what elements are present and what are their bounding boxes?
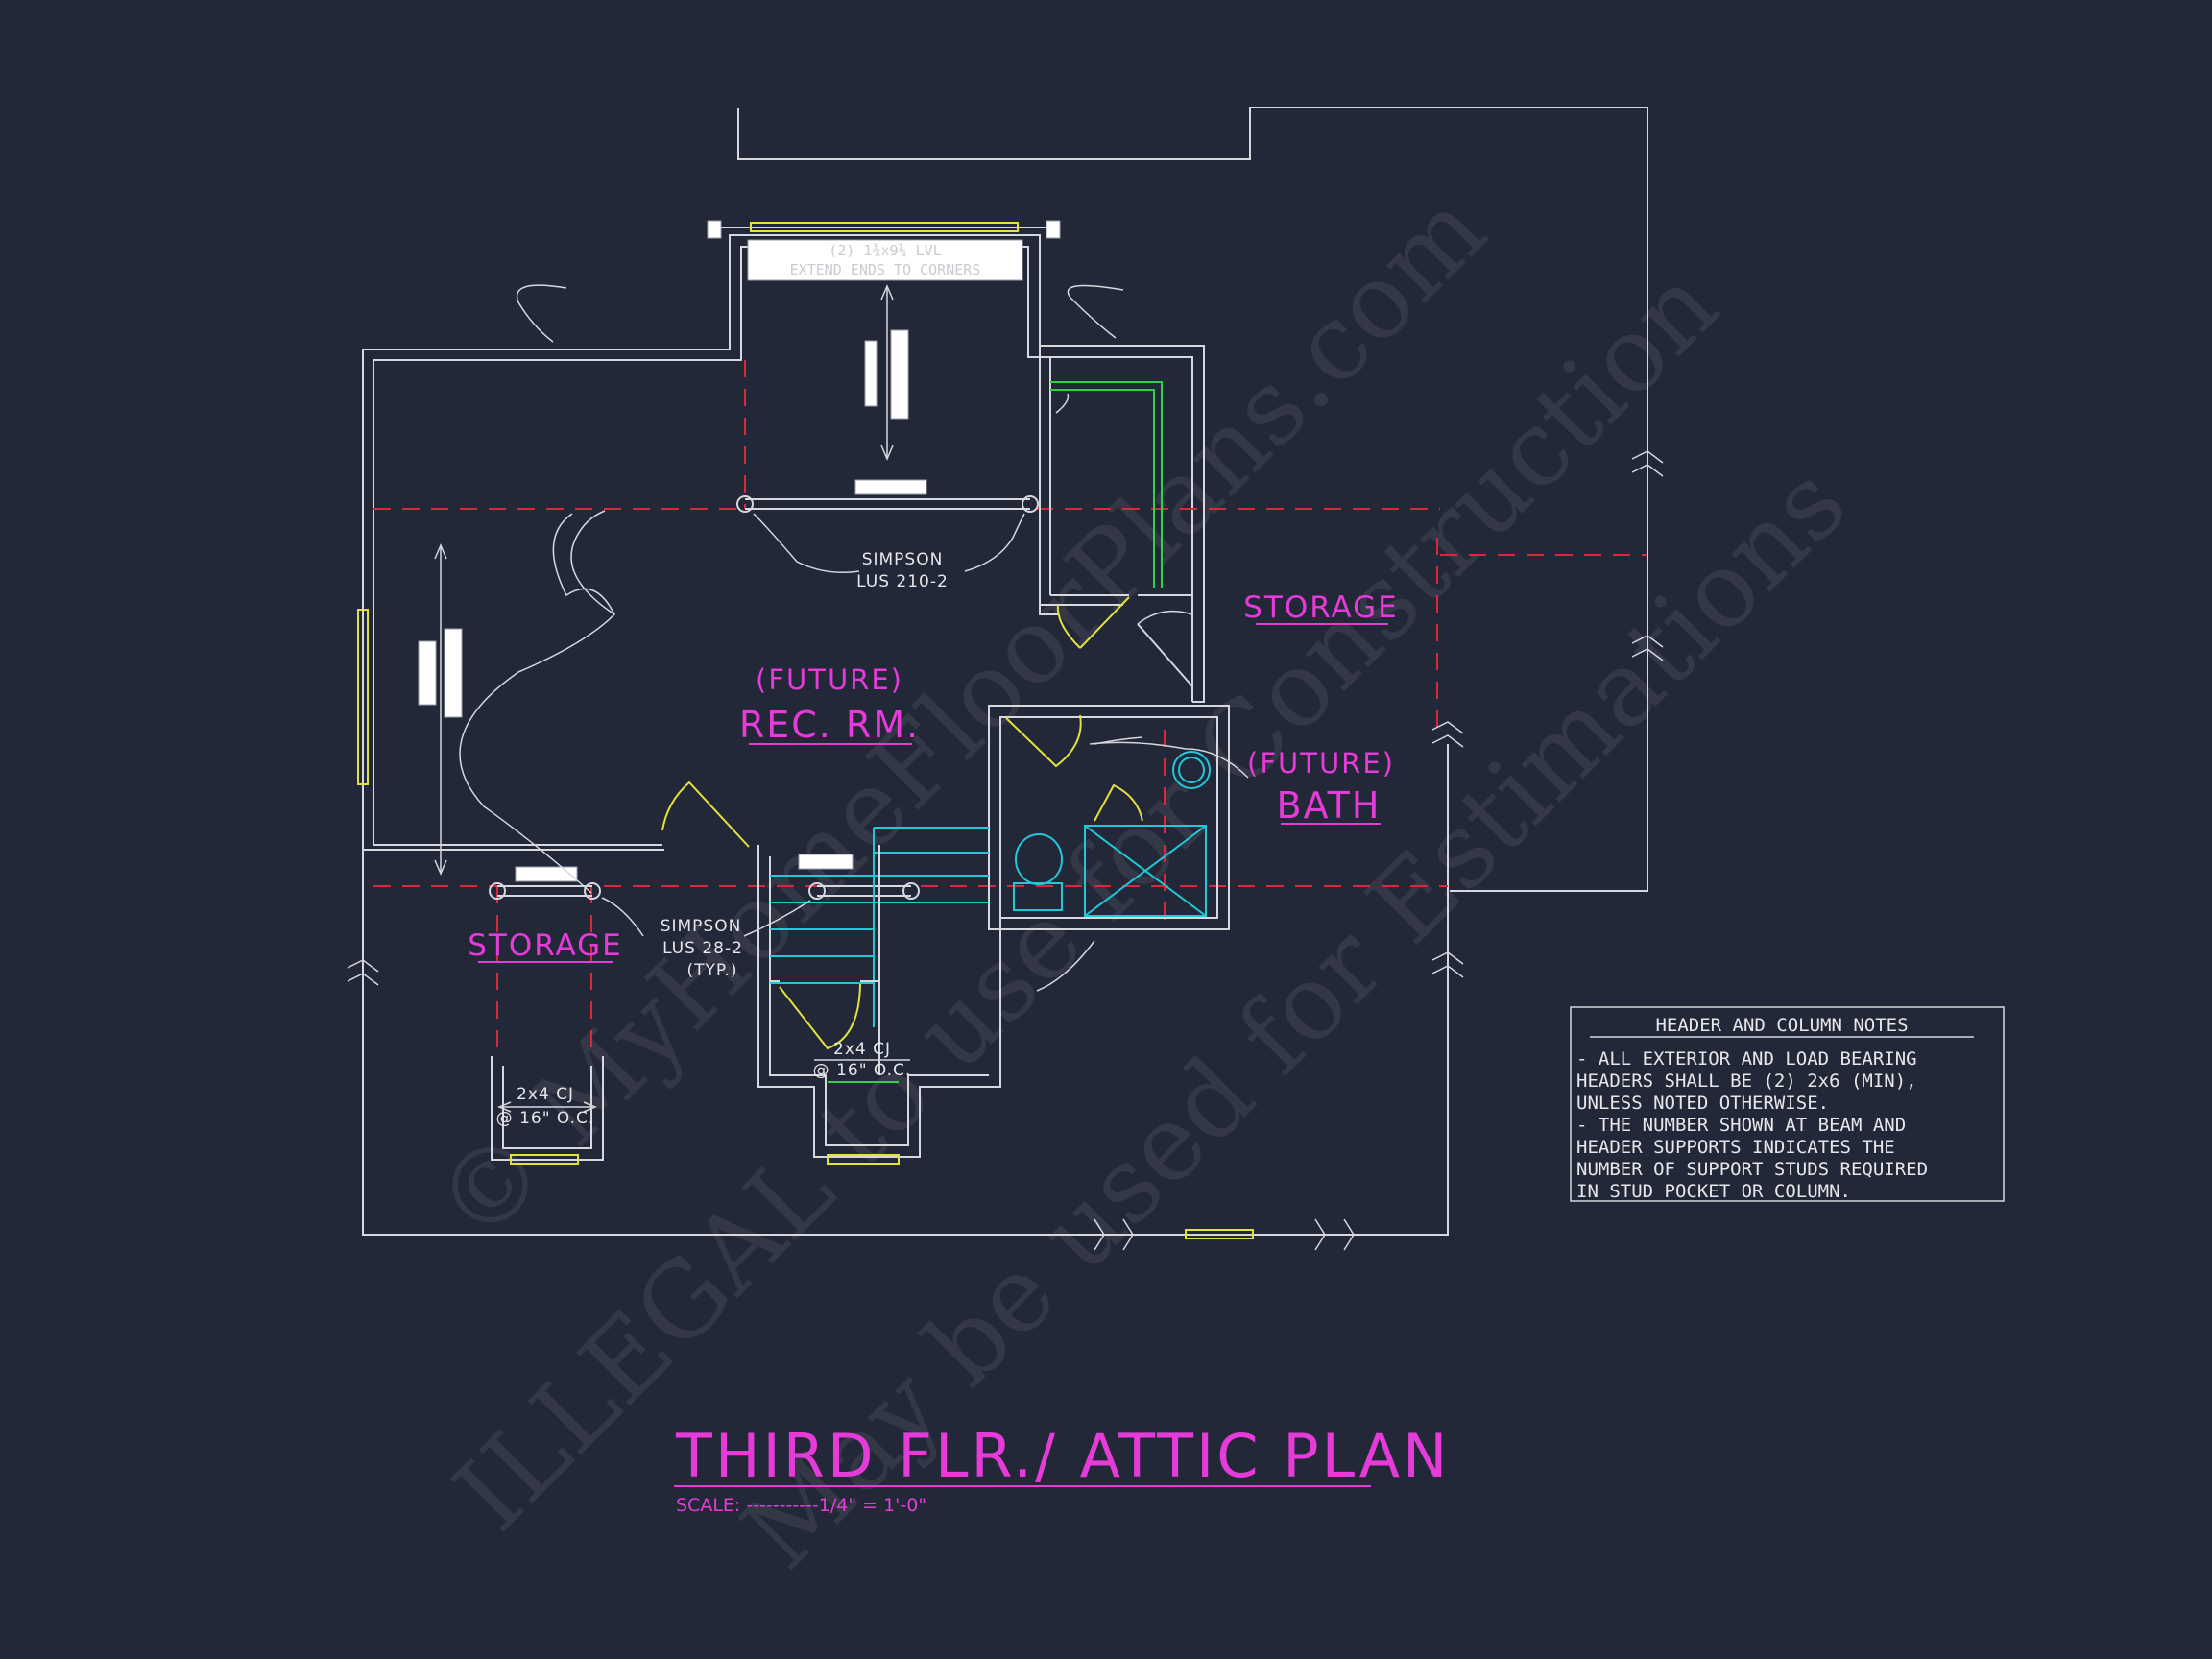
simpson-top-line-1: SIMPSON	[862, 550, 944, 569]
beam-left	[489, 866, 601, 900]
simpson-top-leader	[753, 513, 860, 573]
upper-right-closet	[1039, 346, 1193, 687]
dormer-window	[707, 220, 1061, 239]
beam-top	[736, 479, 1039, 513]
cj-left-line-1: 2x4 CJ	[517, 1085, 574, 1104]
stair	[757, 827, 1001, 1165]
notes-line-5: HEADER SUPPORTS INDICATES THE	[1576, 1137, 1895, 1158]
rec-room-future-label: (FUTURE)	[756, 663, 903, 696]
lvl-header-line-2: EXTEND ENDS TO CORNERS	[790, 261, 981, 278]
cj-left-line-2: @ 16" O.C.	[496, 1109, 595, 1128]
header-column-notes: HEADER AND COLUMN NOTES - ALL EXTERIOR A…	[1570, 1006, 2005, 1202]
bath-room	[988, 705, 1230, 930]
bath-label: BATH	[1277, 784, 1382, 827]
rec-room-label: REC. RM.	[739, 704, 920, 746]
roof-outline	[737, 107, 1648, 892]
break-marks	[347, 450, 1664, 1251]
bottom-window	[1185, 1229, 1254, 1239]
plan-scale: SCALE: -----------1/4" = 1'-0"	[676, 1495, 926, 1516]
watermark: © MyHomeFloorPlans.com ILLEGAL to use fo…	[413, 170, 1869, 1593]
notes-line-4: - THE NUMBER SHOWN AT BEAM AND	[1576, 1115, 1906, 1136]
lvl-header-line-1: (2) 1¾x9¼ LVL	[829, 242, 941, 259]
simpson-bottom-leader-right	[743, 900, 811, 937]
cj-center-line-2: @ 16" O.C.	[813, 1061, 912, 1080]
rec-room-door	[661, 781, 750, 848]
leader-arrows	[459, 284, 1249, 992]
simpson-bottom-line-2: LUS 28-2	[662, 939, 743, 958]
title-block: THIRD FLR./ ATTIC PLAN SCALE: ----------…	[674, 1421, 1450, 1516]
simpson-bottom-leader	[601, 897, 644, 937]
notes-line-2: HEADERS SHALL BE (2) 2x6 (MIN),	[1576, 1070, 1917, 1092]
exterior-walls	[362, 234, 1449, 1236]
notes-line-3: UNLESS NOTED OTHERWISE.	[1576, 1093, 1829, 1114]
joist-span-arrow-left	[418, 543, 463, 876]
simpson-top-line-2: LUS 210-2	[856, 572, 949, 591]
joist-span-arrow-top	[864, 284, 909, 461]
notes-title: HEADER AND COLUMN NOTES	[1655, 1015, 1908, 1036]
storage-right-label: STORAGE	[1243, 590, 1399, 625]
beam-stair	[798, 854, 920, 900]
notes-line-1: - ALL EXTERIOR AND LOAD BEARING	[1576, 1048, 1917, 1070]
plan-title: THIRD FLR./ ATTIC PLAN	[675, 1421, 1450, 1491]
simpson-top-leader-right	[964, 513, 1025, 572]
lvl-header-box	[747, 239, 1023, 281]
storage-cavity-left	[491, 1056, 604, 1165]
storage-left-label: STORAGE	[468, 928, 623, 963]
cj-center-line-1: 2x4 CJ	[833, 1040, 891, 1059]
notes-line-7: IN STUD POCKET OR COLUMN.	[1576, 1181, 1851, 1202]
left-window	[357, 609, 369, 785]
simpson-bottom-line-3: (TYP.)	[686, 961, 737, 980]
bath-future-label: (FUTURE)	[1247, 747, 1395, 780]
watermark-line-2: ILLEGAL to use for Construction	[432, 245, 1741, 1553]
notes-line-6: NUMBER OF SUPPORT STUDS REQUIRED	[1576, 1159, 1928, 1180]
simpson-bottom-line-1: SIMPSON	[661, 917, 742, 936]
